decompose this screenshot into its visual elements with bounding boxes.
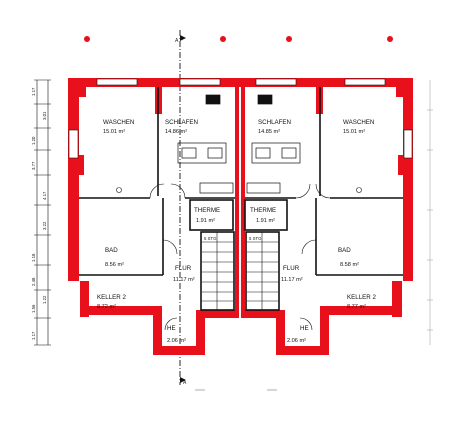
dimension-value: 2.48: [31, 277, 36, 286]
dimension-value: 3.01: [42, 111, 47, 120]
room-name: WASCHEN: [103, 119, 134, 126]
dimension-value: 1.56: [31, 304, 36, 313]
stairs-right: [247, 232, 278, 310]
windows: [68, 78, 413, 159]
room-area: 15.01 m²: [103, 129, 125, 135]
interior-walls: [79, 87, 403, 311]
room-name: HE: [300, 325, 309, 332]
stairs-left: [202, 232, 233, 310]
dimension-value: 1.17: [31, 87, 36, 96]
room-name: FLUR: [283, 265, 300, 272]
axis-dot: [220, 36, 226, 42]
section-arrow-bottom: [180, 377, 186, 383]
room-area: 8.72 m²: [97, 304, 116, 310]
room-area: 1.91 m²: [196, 218, 215, 224]
room-name: WASCHEN: [343, 119, 374, 126]
dimension-value: 1.20: [31, 136, 36, 145]
room-area: 14.86 m²: [165, 129, 187, 135]
section-mark-top: A: [175, 38, 179, 44]
room-name: HE: [167, 325, 176, 332]
room-area: 8.77 m²: [347, 304, 366, 310]
room-area: 11.17 m²: [281, 277, 303, 283]
room-name: THERME: [250, 207, 276, 214]
drain-icon: [116, 187, 122, 193]
stair-label-right: 5 STG: [249, 236, 262, 241]
dimension-chain-left: 1.17 3.01 1.20 3.77 4.17 3.22 1.18 2.48 …: [31, 79, 51, 346]
dimension-value: 4.17: [42, 191, 47, 200]
room-name: THERME: [194, 207, 220, 214]
room-name: SCHLAFEN: [165, 119, 198, 126]
axis-dot: [84, 36, 90, 42]
section-arrow-top: [180, 35, 186, 41]
dimension-value: 1.18: [31, 253, 36, 262]
drain-icon: [356, 187, 362, 193]
section-line: A A: [175, 30, 187, 386]
fixtures: [177, 94, 301, 194]
axis-dot: [286, 36, 292, 42]
room-name: KELLER 2: [347, 294, 376, 301]
exterior-walls: [68, 78, 413, 355]
room-area: 8.56 m²: [105, 262, 124, 268]
room-area: 2.06 m²: [287, 338, 306, 344]
dimension-value: 3.22: [42, 221, 47, 230]
room-area: 15.01 m²: [343, 129, 365, 135]
room-labels: WASCHEN 15.01 m² SCHLAFEN 14.86 m² SCHLA…: [97, 119, 376, 344]
room-area: 8.58 m²: [340, 262, 359, 268]
room-area: 2.06 m²: [167, 338, 186, 344]
room-name: BAD: [338, 247, 351, 254]
room-area: 1.91 m²: [256, 218, 275, 224]
dimension-value: 3.77: [31, 161, 36, 170]
room-area: 11.17 m²: [173, 277, 195, 283]
dimension-chain-right: [427, 80, 433, 345]
room-name: KELLER 2: [97, 294, 126, 301]
room-area: 14.85 m²: [258, 129, 280, 135]
door-swings: [149, 183, 331, 331]
axis-dot: [387, 36, 393, 42]
room-name: BAD: [105, 247, 118, 254]
dimension-value: 1.22: [42, 295, 47, 304]
section-mark-bottom: A: [183, 380, 187, 386]
room-name: FLUR: [175, 265, 192, 272]
stair-label-left: 5 STG: [204, 236, 217, 241]
dimension-value: 1.17: [31, 331, 36, 340]
room-name: SCHLAFEN: [258, 119, 291, 126]
